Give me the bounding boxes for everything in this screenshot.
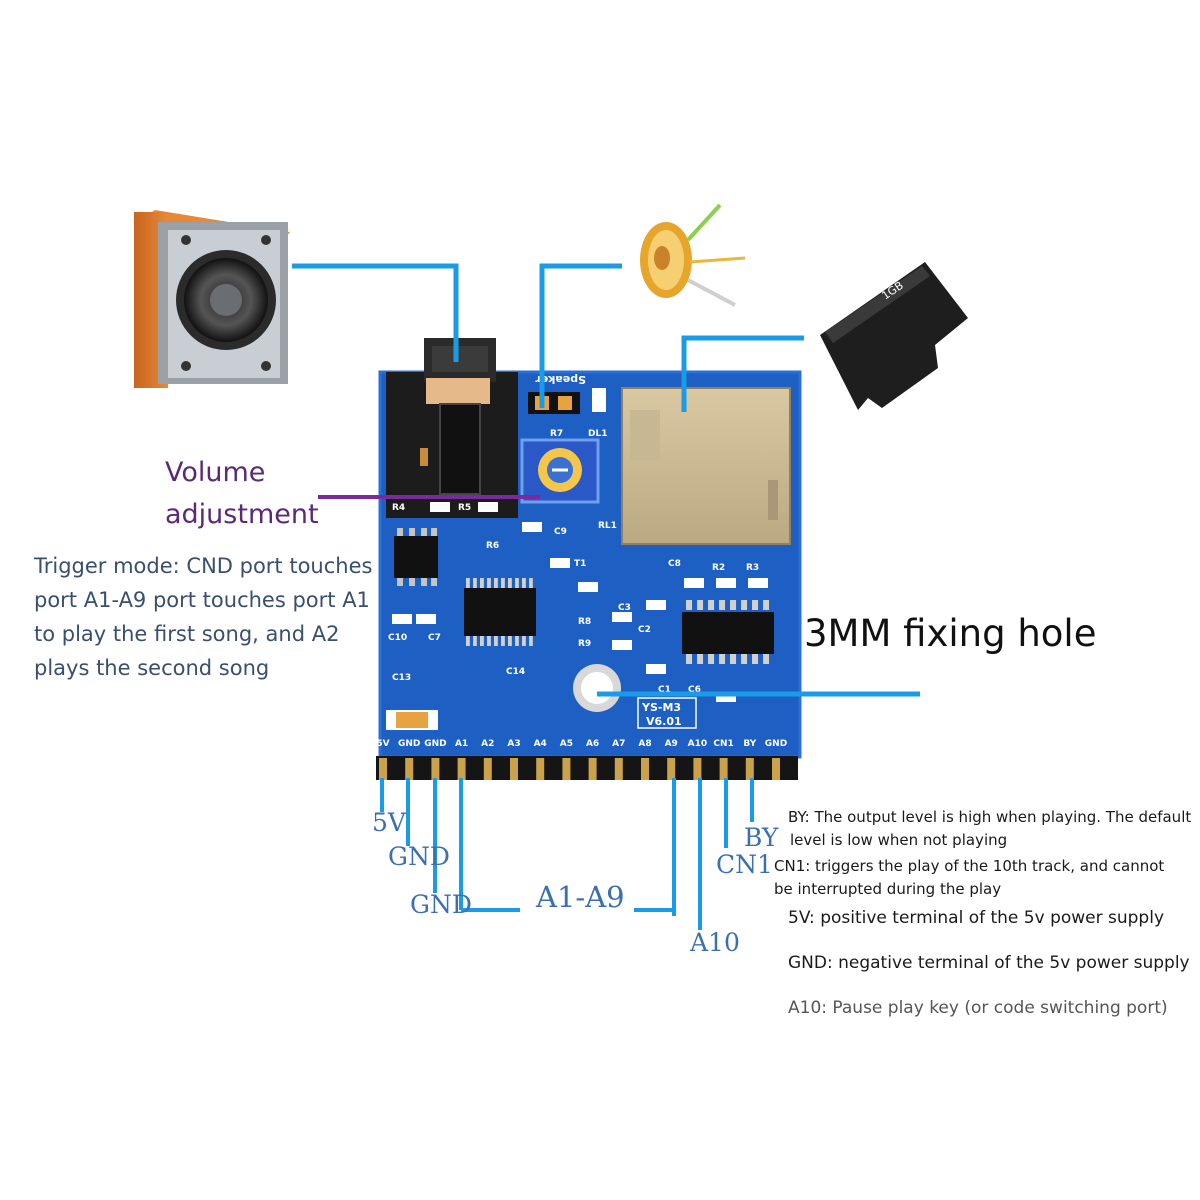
header-pin [379,758,387,780]
note-cn1-line1: CN1: triggers the play of the 10th track… [774,857,1165,875]
silk-label: R6 [486,541,499,551]
silk-label: R4 [392,503,405,513]
silk-label: DL1 [588,429,607,439]
trigger-mode-line3: to play the first song, and A2 [34,622,340,646]
silk-label: T1 [574,559,586,569]
pin-callout-a10: A10 [690,928,740,957]
bookshelf-speaker-icon [134,210,290,388]
pin-callout-gnd-1: GND [388,842,450,871]
silk-label: C13 [392,673,411,683]
silk-label: C9 [554,527,567,537]
trigger-mode-line2: port A1-A9 port touches port A1 [34,588,370,612]
board-version: V6.01 [646,715,682,728]
header-pin [588,758,597,780]
silk-label: C2 [638,625,651,635]
silk-label: R2 [712,563,725,573]
speaker-silk: Speaker [535,373,586,386]
header-pin [483,758,492,780]
silk-label: C3 [618,603,631,613]
header-pin-label: A7 [612,739,625,749]
trigger-mode-line1: Trigger mode: CND port touches [34,554,373,578]
header-pin-label: BY [743,739,756,749]
header-pin-label: CN1 [713,739,733,749]
header-pin-label: A1 [455,739,468,749]
header-pin-label: A5 [560,739,573,749]
header-pin [457,758,466,780]
header-pin [745,758,754,780]
pin-callout-by: BY [744,823,779,852]
fixing-hole-label: 3MM fixing hole [804,612,1097,655]
silk-label: R9 [578,639,591,649]
header-pin-label: 5V [376,739,389,749]
header-pin-label: A10 [688,739,708,749]
microsd-card-icon: 1GB [820,262,968,410]
header-pin [772,758,780,780]
silk-label: C10 [388,633,407,643]
header-pin [641,758,649,780]
header-pin [719,758,728,780]
header-pin [431,758,440,780]
silk-label: C8 [668,559,681,569]
note-by-line2: level is low when not playing [790,831,1008,849]
header-pin-labels: 5V GND GND A1 A2 A3 A4 A5 A6 A7 A8 A9 A10 CN1 BY GND [376,739,787,749]
header-pin [562,758,571,780]
pin-callout-a1-a9: A1-A9 [536,880,625,914]
board-model: YS-M3 [641,701,681,714]
header-pin [510,758,518,780]
silk-label: C1 [658,685,671,695]
leader-lines [292,263,920,697]
silk-label: C7 [428,633,441,643]
header-pin-label: A4 [534,739,547,749]
note-cn1-line2: be interrupted during the play [774,880,1002,898]
header-pin-label: GND [398,739,420,749]
header-pin-label: A2 [481,739,494,749]
silk-label: T2 [586,585,598,595]
silk-label: R8 [578,617,591,627]
header-pin [536,758,545,780]
header-pin [614,758,623,780]
header-pin [667,758,676,780]
header-pin-label: GND [424,739,446,749]
volume-label-line2: adjustment [165,499,319,530]
header-pin-label: A8 [638,739,651,749]
header-pin-label: A6 [586,739,599,749]
pin-header [376,756,798,780]
silk-label: R3 [746,563,759,573]
pin-callout-5v: 5V [372,808,406,837]
pin-callout-lines [380,778,754,930]
header-pin-label: A3 [507,739,520,749]
pin-callout-gnd-2: GND [410,890,472,919]
pin-callout-cn1: CN1 [716,850,773,879]
note-by-line1: BY: The output level is high when playin… [788,808,1192,826]
header-pin [405,758,414,780]
silk-label: C14 [506,667,525,677]
header-pin-label: A9 [665,739,678,749]
silk-label: R7 [550,429,563,439]
silk-label: C6 [688,685,701,695]
header-pin-label: GND [765,739,787,749]
header-pin [693,758,702,780]
note-5v: 5V: positive terminal of the 5v power su… [788,908,1165,928]
buzzer-speaker-icon [640,203,746,307]
note-a10: A10: Pause play key (or code switching p… [788,998,1168,1018]
silk-label: RL1 [598,521,617,531]
note-gnd: GND: negative terminal of the 5v power s… [788,953,1190,973]
volume-label-line1: Volume [165,457,266,488]
silk-label: R5 [458,503,471,513]
trigger-mode-line4: plays the second song [34,656,270,680]
